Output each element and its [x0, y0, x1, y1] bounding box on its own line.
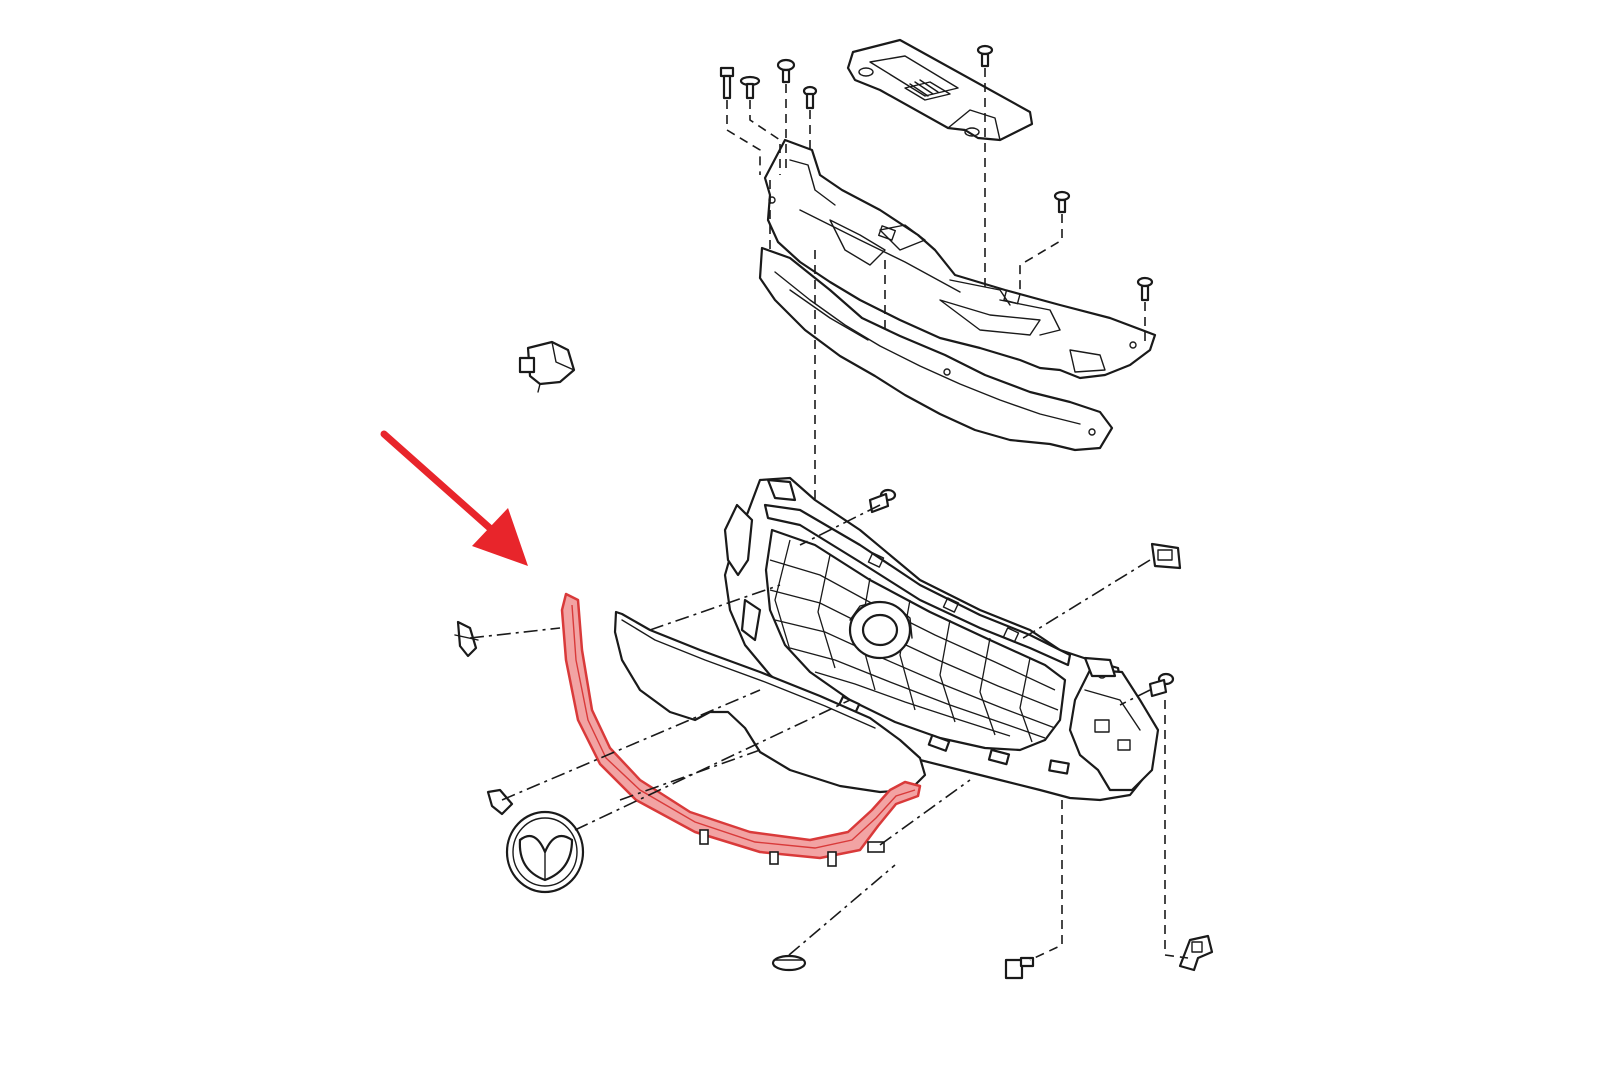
- clip-icon: [739, 75, 761, 100]
- clip-icon: [771, 954, 807, 972]
- clip-icon: [454, 620, 479, 658]
- clip-icon: [1150, 542, 1182, 570]
- clip-icon: [776, 58, 796, 84]
- clip-icon: [1136, 276, 1154, 302]
- sensor-icon: [518, 340, 576, 393]
- clip-icon: [1178, 934, 1214, 972]
- clip-icon: [1004, 956, 1035, 980]
- emblem-icon: [505, 810, 585, 894]
- sensor-bracket: [518, 340, 576, 393]
- grille-garnish: [613, 610, 927, 794]
- leader-lines: [469, 504, 1189, 961]
- radiator-support-cover: [846, 38, 1034, 142]
- clip-icon: [868, 488, 897, 514]
- fasteners: [719, 44, 1154, 520]
- grille-molding: [560, 592, 922, 867]
- clip-icon: [486, 788, 514, 816]
- emblem: [505, 810, 585, 894]
- pointer-arrow: [380, 430, 528, 566]
- clip-icon: [719, 66, 735, 100]
- molding-icon: [560, 592, 922, 867]
- clip-icon: [802, 85, 818, 110]
- clip-icon: [976, 44, 994, 68]
- clip-icon: [1148, 672, 1175, 698]
- upper-shroud-frame: [758, 138, 1157, 452]
- garnish-icon: [613, 610, 927, 794]
- clip-icon: [1053, 190, 1071, 214]
